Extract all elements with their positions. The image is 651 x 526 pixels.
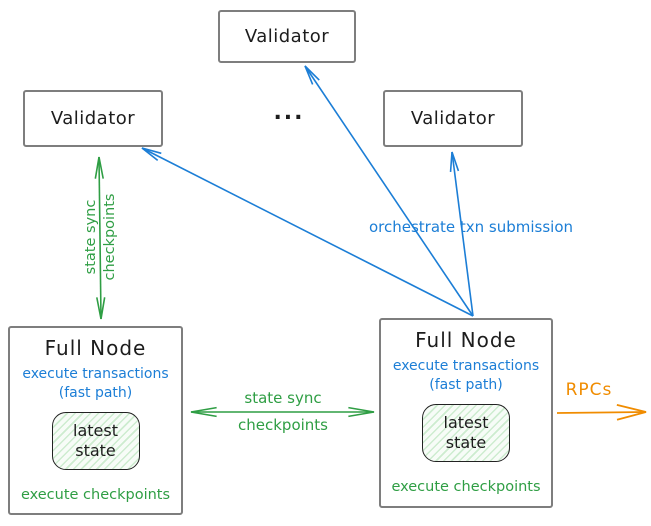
arrow-orchestrate-to-right-validator [451, 151, 474, 317]
full-node-left-exec-transactions: execute transactions (fast path) [22, 366, 169, 401]
full-node-right-exec-checkpoints: execute checkpoints [391, 479, 541, 495]
node-full-node-right: Full Node execute transactions (fast pat… [379, 318, 553, 508]
full-node-left-latest-state-box: latest state [51, 412, 140, 470]
full-node-left-fast-path: (fast path) [58, 385, 133, 401]
validator-right-label: Validator [410, 108, 496, 129]
validator-left-label: Validator [50, 108, 136, 129]
arrow-state-sync-vertical-head [94, 156, 104, 179]
edge-label-orchestrate: orchestrate txn submission [368, 218, 574, 236]
arrow-state-sync-vertical [98, 156, 102, 320]
arrow-orchestrate-to-right-validator-head [449, 151, 460, 173]
node-validator-left: Validator [23, 90, 163, 147]
node-validator-right: Validator [383, 90, 523, 147]
edge-label-state-sync-horizontal: state sync checkpoints [238, 389, 328, 434]
arrow-state-sync-horizontal-head [190, 406, 217, 418]
full-node-right-fast-path: (fast path) [429, 377, 503, 393]
more-validators-ellipsis: ... [273, 100, 305, 125]
full-node-left-title: Full Node [44, 336, 147, 360]
arrow-rpcs [556, 411, 647, 414]
full-node-right-latest-state-box: latest state [422, 404, 510, 462]
edge-label-state-sync-vertical: state sync checkpoints [83, 193, 118, 281]
arrow-state-sync-vertical-head [96, 297, 106, 320]
arrow-orchestrate-to-top-validator-head [304, 65, 320, 85]
node-validator-top: Validator [218, 10, 356, 63]
arrow-state-sync-horizontal-head [348, 406, 375, 418]
edge-label-rpcs: RPCs [565, 380, 613, 400]
node-full-node-left: Full Node execute transactions (fast pat… [8, 326, 183, 515]
full-node-left-exec-checkpoints: execute checkpoints [20, 487, 171, 503]
arrow-rpcs-head [616, 404, 647, 421]
arrow-orchestrate-to-left-validator-head [141, 147, 162, 162]
full-node-right-title: Full Node [415, 328, 517, 352]
arrow-orchestrate-to-top-validator [304, 65, 474, 317]
arrow-orchestrate-to-left-validator [141, 147, 474, 317]
validator-top-label: Validator [244, 26, 330, 47]
full-node-right-exec-transactions: execute transactions (fast path) [392, 358, 540, 393]
